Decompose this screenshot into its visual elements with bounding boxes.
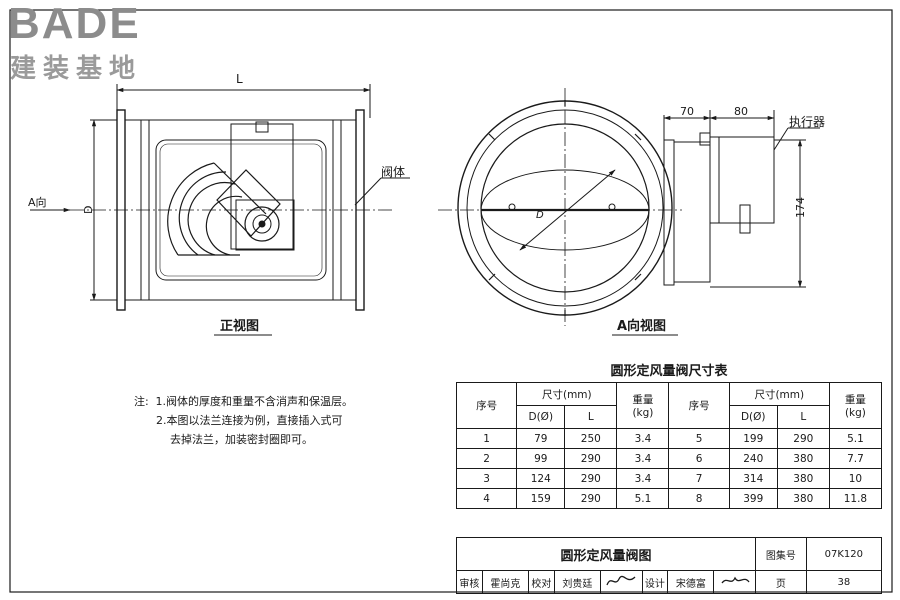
header-size-right: 尺寸(mm): [728, 382, 830, 406]
header-weight-right: 重量(kg): [828, 382, 883, 429]
front-view: [30, 84, 410, 311]
header-seq-left: 序号: [455, 382, 518, 429]
a-direction-view: [438, 88, 820, 326]
dim-d-label: D: [82, 206, 95, 214]
header-weight-left: 重量(kg): [616, 382, 670, 429]
header-l-left: L: [564, 405, 618, 429]
atlas-label: 图集号: [755, 537, 807, 571]
logo-chinese: 建装基地: [10, 54, 143, 84]
note-prefix: 注:: [134, 395, 149, 408]
note-line-1: 注: 1.阀体的厚度和重量不含消声和保温层。: [134, 392, 353, 411]
header-d-left: D(Ø): [516, 405, 566, 429]
table-row: 4 159 290 5.1 8 399 380 11.8: [455, 488, 883, 509]
design-name: 宋德富: [667, 570, 715, 594]
sheet-border: [9, 9, 893, 593]
size-table-title: 圆形定风量阀尺寸表: [610, 364, 728, 379]
table-row: 3 124 290 3.4 7 314 380 10: [455, 468, 883, 489]
check-label: 校对: [527, 570, 555, 594]
dim-174-label: 174: [794, 197, 807, 218]
drawing-labels: L D 阀体 A向 正视图 A向视图 70 80 174 执行器 D: [28, 72, 825, 336]
front-view-title: 正视图: [220, 318, 259, 334]
notes: 注: 1.阀体的厚度和重量不含消声和保温层。 2.本图以法兰连接为例，直接插入式…: [134, 392, 353, 449]
dim-70-label: 70: [680, 105, 694, 118]
design-signature: [713, 570, 757, 594]
page-number: 38: [805, 570, 883, 594]
logo-wordmark: BADE: [8, 0, 141, 48]
brand-logo: BADE 建装基地: [8, 2, 178, 92]
check-signature: [599, 570, 643, 594]
title-block: 圆形定风量阀图 图集号 07K120 审核 霍尚克 校对 刘贵廷 设计 宋德富 …: [455, 537, 883, 594]
a-view-title: A向视图: [617, 318, 666, 334]
header-l-right: L: [776, 405, 830, 429]
table-row: 2 99 290 3.4 6 240 380 7.7: [455, 448, 883, 469]
dim-l-label: L: [236, 72, 243, 86]
a-direction-label: A向: [28, 195, 47, 209]
note-line-2: 2.本图以法兰连接为例，直接插入式可: [156, 414, 343, 427]
header-d-right: D(Ø): [728, 405, 778, 429]
design-label: 设计: [641, 570, 669, 594]
actuator-label: 执行器: [789, 115, 825, 129]
table-row: 1 79 250 3.4 5 199 290 5.1: [455, 428, 883, 449]
review-name: 霍尚克: [481, 570, 529, 594]
check-name: 刘贵廷: [553, 570, 601, 594]
size-table: 序号 尺寸(mm) 重量(kg) 序号 尺寸(mm) 重量(kg) D(Ø) L…: [455, 382, 883, 509]
drawing-name: 圆形定风量阀图: [455, 537, 757, 571]
page-label: 页: [755, 570, 807, 594]
note-line-3: 去掉法兰，加装密封圈即可。: [170, 433, 313, 446]
header-size-left: 尺寸(mm): [516, 382, 618, 406]
diameter-symbol: D: [536, 210, 544, 221]
header-seq-right: 序号: [668, 382, 730, 429]
valve-body-label: 阀体: [381, 165, 405, 179]
dim-80-label: 80: [734, 105, 748, 118]
atlas-number: 07K120: [805, 537, 883, 571]
review-label: 审核: [456, 570, 483, 594]
